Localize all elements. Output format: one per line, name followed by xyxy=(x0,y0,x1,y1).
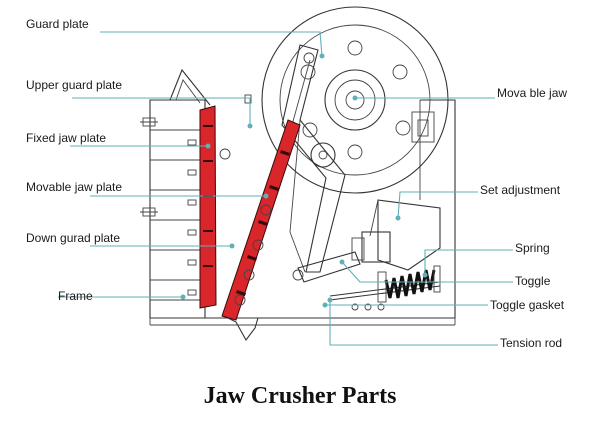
frame-body xyxy=(140,68,456,326)
label-fixed-jaw-plate: Fixed jaw plate xyxy=(26,131,106,145)
set-adjustment-block xyxy=(351,199,441,271)
label-tension-rod: Tension rod xyxy=(500,336,562,350)
label-spring: Spring xyxy=(515,241,550,255)
label-toggle-gasket: Toggle gasket xyxy=(490,298,565,312)
label-movable-jaw-plate: Movable jaw plate xyxy=(26,180,122,194)
movable-jaw-plate xyxy=(221,119,301,321)
leader-lines xyxy=(58,31,513,346)
label-guard-plate: Guard plate xyxy=(26,17,89,31)
spring xyxy=(329,265,441,303)
down-guard-tip xyxy=(227,317,259,342)
label-movable-jaw: Mova ble jaw xyxy=(497,86,567,100)
label-upper-guard-plate: Upper guard plate xyxy=(26,78,122,92)
label-down-guard-plate: Down gurad plate xyxy=(26,231,120,245)
toggle-plate xyxy=(292,251,361,283)
label-set-adjustment: Set adjustment xyxy=(480,183,561,197)
fixed-jaw-plate xyxy=(199,105,217,309)
movable-jaw-body xyxy=(281,44,346,273)
flywheel xyxy=(261,6,449,194)
diagram-title: Jaw Crusher Parts xyxy=(204,383,397,409)
label-toggle: Toggle xyxy=(515,274,551,288)
label-frame: Frame xyxy=(58,289,93,303)
jaw-bolts xyxy=(234,204,272,306)
